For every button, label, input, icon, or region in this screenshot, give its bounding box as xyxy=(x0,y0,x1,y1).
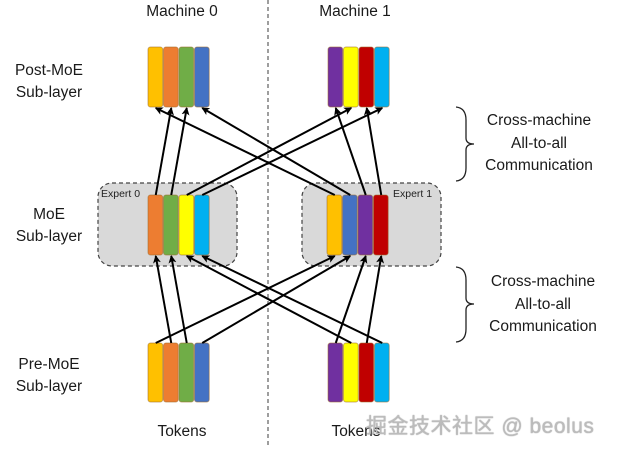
moe-label-line2: Sub-layer xyxy=(15,228,83,245)
dispatch-arrow-m0-yellow-orange xyxy=(155,255,336,344)
expert1-token-blue xyxy=(342,194,358,256)
expert-0-label: Expert 0 xyxy=(101,188,141,200)
combine-arrow-m1-yellow xyxy=(186,107,353,196)
post-moe-machine1-token-purple xyxy=(327,46,344,108)
combine-arrow-m1-red xyxy=(363,107,383,196)
post-moe-machine0-token-orange xyxy=(163,46,179,108)
communication-lower-line2: All-to-all xyxy=(515,295,571,313)
dispatch-arrow-m1-cyan xyxy=(201,255,383,344)
dispatch-arrow-m0-blue xyxy=(201,255,352,344)
combine-arrow-m0-yellow-orange xyxy=(154,107,336,196)
dispatch-arrow-m1-red xyxy=(365,255,385,344)
combine-arrow-m0-blue xyxy=(201,107,351,196)
combine-arrow-m0-green xyxy=(170,107,190,196)
expert0-token-cyan xyxy=(194,194,210,256)
post-moe-label: Post-MoE Sub-layer xyxy=(0,60,104,104)
pre-moe-machine1-token-purple xyxy=(327,342,344,403)
pre-moe-machine1-token-cyan xyxy=(374,342,390,403)
dispatch-arrow-m1-yellow xyxy=(185,255,352,344)
post-moe-machine1-token-yellow xyxy=(343,46,359,108)
moe-label: MoE Sub-layer xyxy=(0,204,104,248)
brace-upper-icon xyxy=(455,106,475,182)
communication-label-lower: Cross-machine All-to-all Communication xyxy=(468,271,618,339)
pre-moe-label: Pre-MoE Sub-layer xyxy=(0,354,104,398)
communication-upper-line3: Communication xyxy=(485,157,593,174)
dispatch-arrow-m0-orange xyxy=(153,255,173,344)
communication-label-upper: Cross-machine All-to-all Communication xyxy=(464,110,614,178)
pre-moe-machine0-token-orange xyxy=(163,342,179,403)
dispatch-arrow-m0-green xyxy=(168,255,188,344)
expert1-token-purple xyxy=(357,194,374,256)
post-moe-label-line1: Post-MoE xyxy=(14,62,84,79)
post-moe-label-line2: Sub-layer xyxy=(15,84,83,101)
communication-lower-line3: Communication xyxy=(489,318,597,335)
expert-1-label: Expert 1 xyxy=(393,188,433,200)
post-moe-machine0-token-green xyxy=(178,46,195,108)
moe-label-line1: MoE xyxy=(33,206,65,223)
expert0-token-yellow xyxy=(178,194,195,256)
communication-lower-line1: Cross-machine xyxy=(490,273,596,290)
pre-moe-label-line2: Sub-layer xyxy=(15,378,83,395)
post-moe-machine1-token-red xyxy=(358,46,375,108)
pre-moe-machine0-token-yellow-orange xyxy=(147,342,164,403)
pre-moe-label-line1: Pre-MoE xyxy=(18,356,80,373)
watermark: 掘金技术社区 @ beolus xyxy=(366,415,595,438)
tokens-label-machine-0: Tokens xyxy=(157,423,207,440)
pre-moe-machine0-token-blue xyxy=(194,342,210,403)
post-moe-machine0-token-blue xyxy=(194,46,210,108)
combine-arrow-m1-cyan xyxy=(201,107,384,196)
machine-0-title: Machine 0 xyxy=(146,3,218,20)
brace-lower-icon xyxy=(455,266,475,343)
expert0-token-orange xyxy=(147,194,164,256)
communication-upper-line1: Cross-machine xyxy=(486,112,592,129)
machine-1-title: Machine 1 xyxy=(319,3,391,20)
expert0-token-green xyxy=(163,194,179,256)
communication-upper-line2: All-to-all xyxy=(511,134,567,152)
pre-moe-machine0-token-green xyxy=(178,342,195,403)
post-moe-machine0-token-yellow-orange xyxy=(147,46,164,108)
combine-arrow-m1-purple xyxy=(334,107,367,196)
combine-arrow-m0-orange xyxy=(154,107,174,196)
post-moe-machine1-token-cyan xyxy=(374,46,390,108)
dispatch-arrow-m1-purple xyxy=(334,255,368,344)
expert1-token-yellow-orange xyxy=(326,194,343,256)
expert1-token-red xyxy=(373,194,389,256)
tokens-label-machine-1: Tokens xyxy=(331,423,381,440)
pre-moe-machine1-token-red xyxy=(358,342,375,403)
pre-moe-machine1-token-yellow xyxy=(343,342,359,403)
